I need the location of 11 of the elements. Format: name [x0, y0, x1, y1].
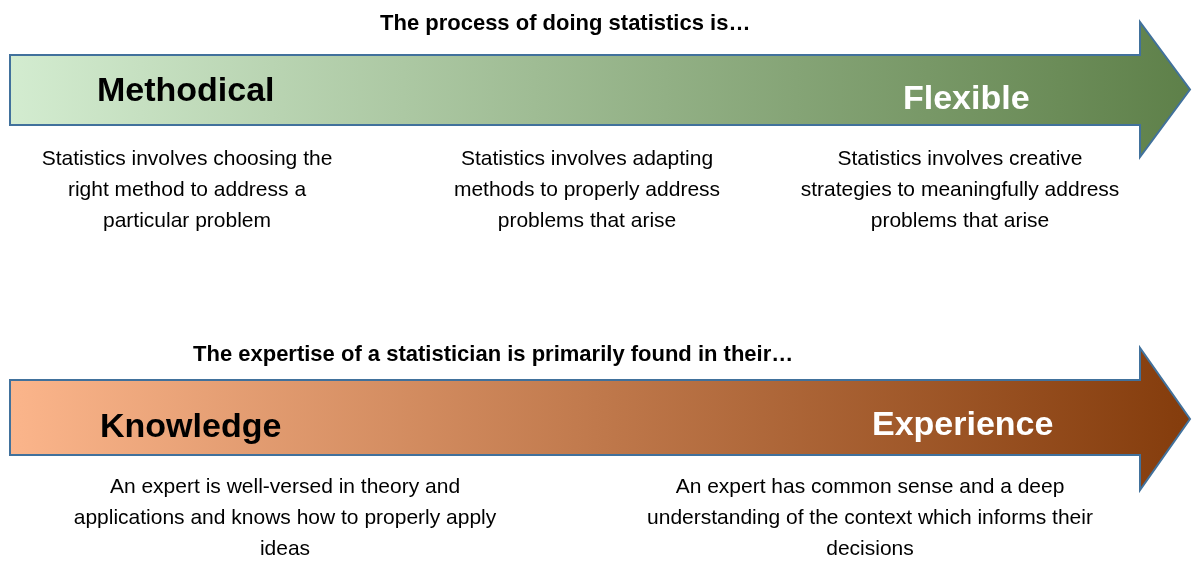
- heading: The process of doing statistics is…: [380, 10, 751, 36]
- description-text: Statistics involves adapting methods to properly address problems that arise: [452, 145, 722, 233]
- heading: The expertise of a statistician is primarily found in their…: [193, 341, 794, 367]
- arrow-label: Knowledge: [100, 406, 282, 445]
- description-text: Statistics involves creative strategies to meaningfully address problems that arise: [800, 145, 1120, 233]
- description-text: Statistics involves choosing the right method to address a particular problem: [40, 145, 334, 233]
- arrow-label: Flexible: [903, 78, 1030, 117]
- arrow-label: Methodical: [97, 70, 275, 109]
- description-text: An expert is well-versed in theory and applications and knows how to properly apply ideas: [72, 473, 498, 561]
- arrow-label: Experience: [872, 404, 1054, 443]
- description-text: An expert has common sense and a deep understanding of the context which informs their decisions: [646, 473, 1094, 561]
